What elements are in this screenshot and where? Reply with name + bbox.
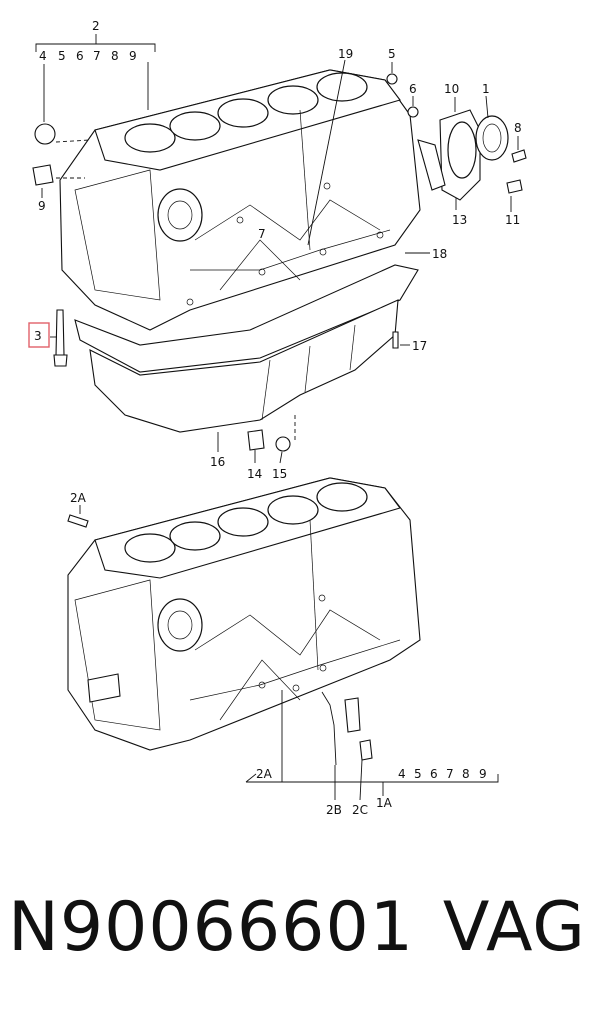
callout-7-bottom: 7 [446,767,454,781]
bolt-11 [506,179,523,194]
bolt-1a [359,739,373,761]
pin-8 [511,149,527,163]
highlight-box-3 [28,322,50,348]
callout-7b: 7 [258,227,266,241]
callout-15: 15 [272,467,287,481]
callout-8-bottom: 8 [462,767,470,781]
footer: N90066601 VAG [0,880,600,990]
plug-part-4 [34,123,56,145]
brand-name: VAG [442,888,586,967]
callout-9-bottom: 9 [479,767,487,781]
bolt-part-3 [53,309,68,367]
callout-1: 1 [482,82,490,96]
stud-part-9 [32,164,54,186]
plug-5 [386,73,398,85]
callout-2a-top: 2A [70,491,87,505]
oil-pan [89,299,399,433]
exploded-engine-diagram: 2 4 5 6 7 8 9 19 5 6 10 1 8 9 7 13 11 18… [28,19,527,817]
callout-5: 5 [58,49,66,63]
callout-18: 18 [432,247,447,261]
part-number: N90066601 [8,888,414,967]
callout-14: 14 [247,467,262,481]
callout-11: 11 [505,213,520,227]
oil-pan-gasket [74,264,419,373]
plug-6 [407,106,419,118]
oil-spray-nozzle-2b [321,691,337,766]
callout-19: 19 [338,47,353,61]
callout-17: 17 [412,339,427,353]
callout-4: 4 [39,49,47,63]
bolt-17 [392,331,399,349]
callout-6b: 6 [409,82,417,96]
callout-6: 6 [76,49,84,63]
callout-2b: 2B [326,803,342,817]
callout-2c: 2C [352,803,368,817]
callout-2: 2 [92,19,100,33]
callout-16: 16 [210,455,225,469]
callout-13: 13 [452,213,467,227]
callout-5-bottom: 5 [414,767,422,781]
drain-plug-14 [247,429,265,451]
callout-9: 9 [129,49,137,63]
callout-9b: 9 [38,199,46,213]
callout-2a-bottom: 2A [256,767,273,781]
rear-seal-assembly [417,109,509,201]
callout-7: 7 [93,49,101,63]
sensor-2c [344,697,361,733]
callout-3: 3 [34,329,42,343]
pin-2a [67,514,89,528]
callout-8b: 8 [514,121,522,135]
callout-4-bottom: 4 [398,767,406,781]
callout-8: 8 [111,49,119,63]
callout-5b: 5 [388,47,396,61]
callout-1a: 1A [376,796,393,810]
washer-15 [275,436,291,452]
callout-10: 10 [444,82,459,96]
callout-6-bottom: 6 [430,767,438,781]
lower-engine-block [67,477,421,751]
